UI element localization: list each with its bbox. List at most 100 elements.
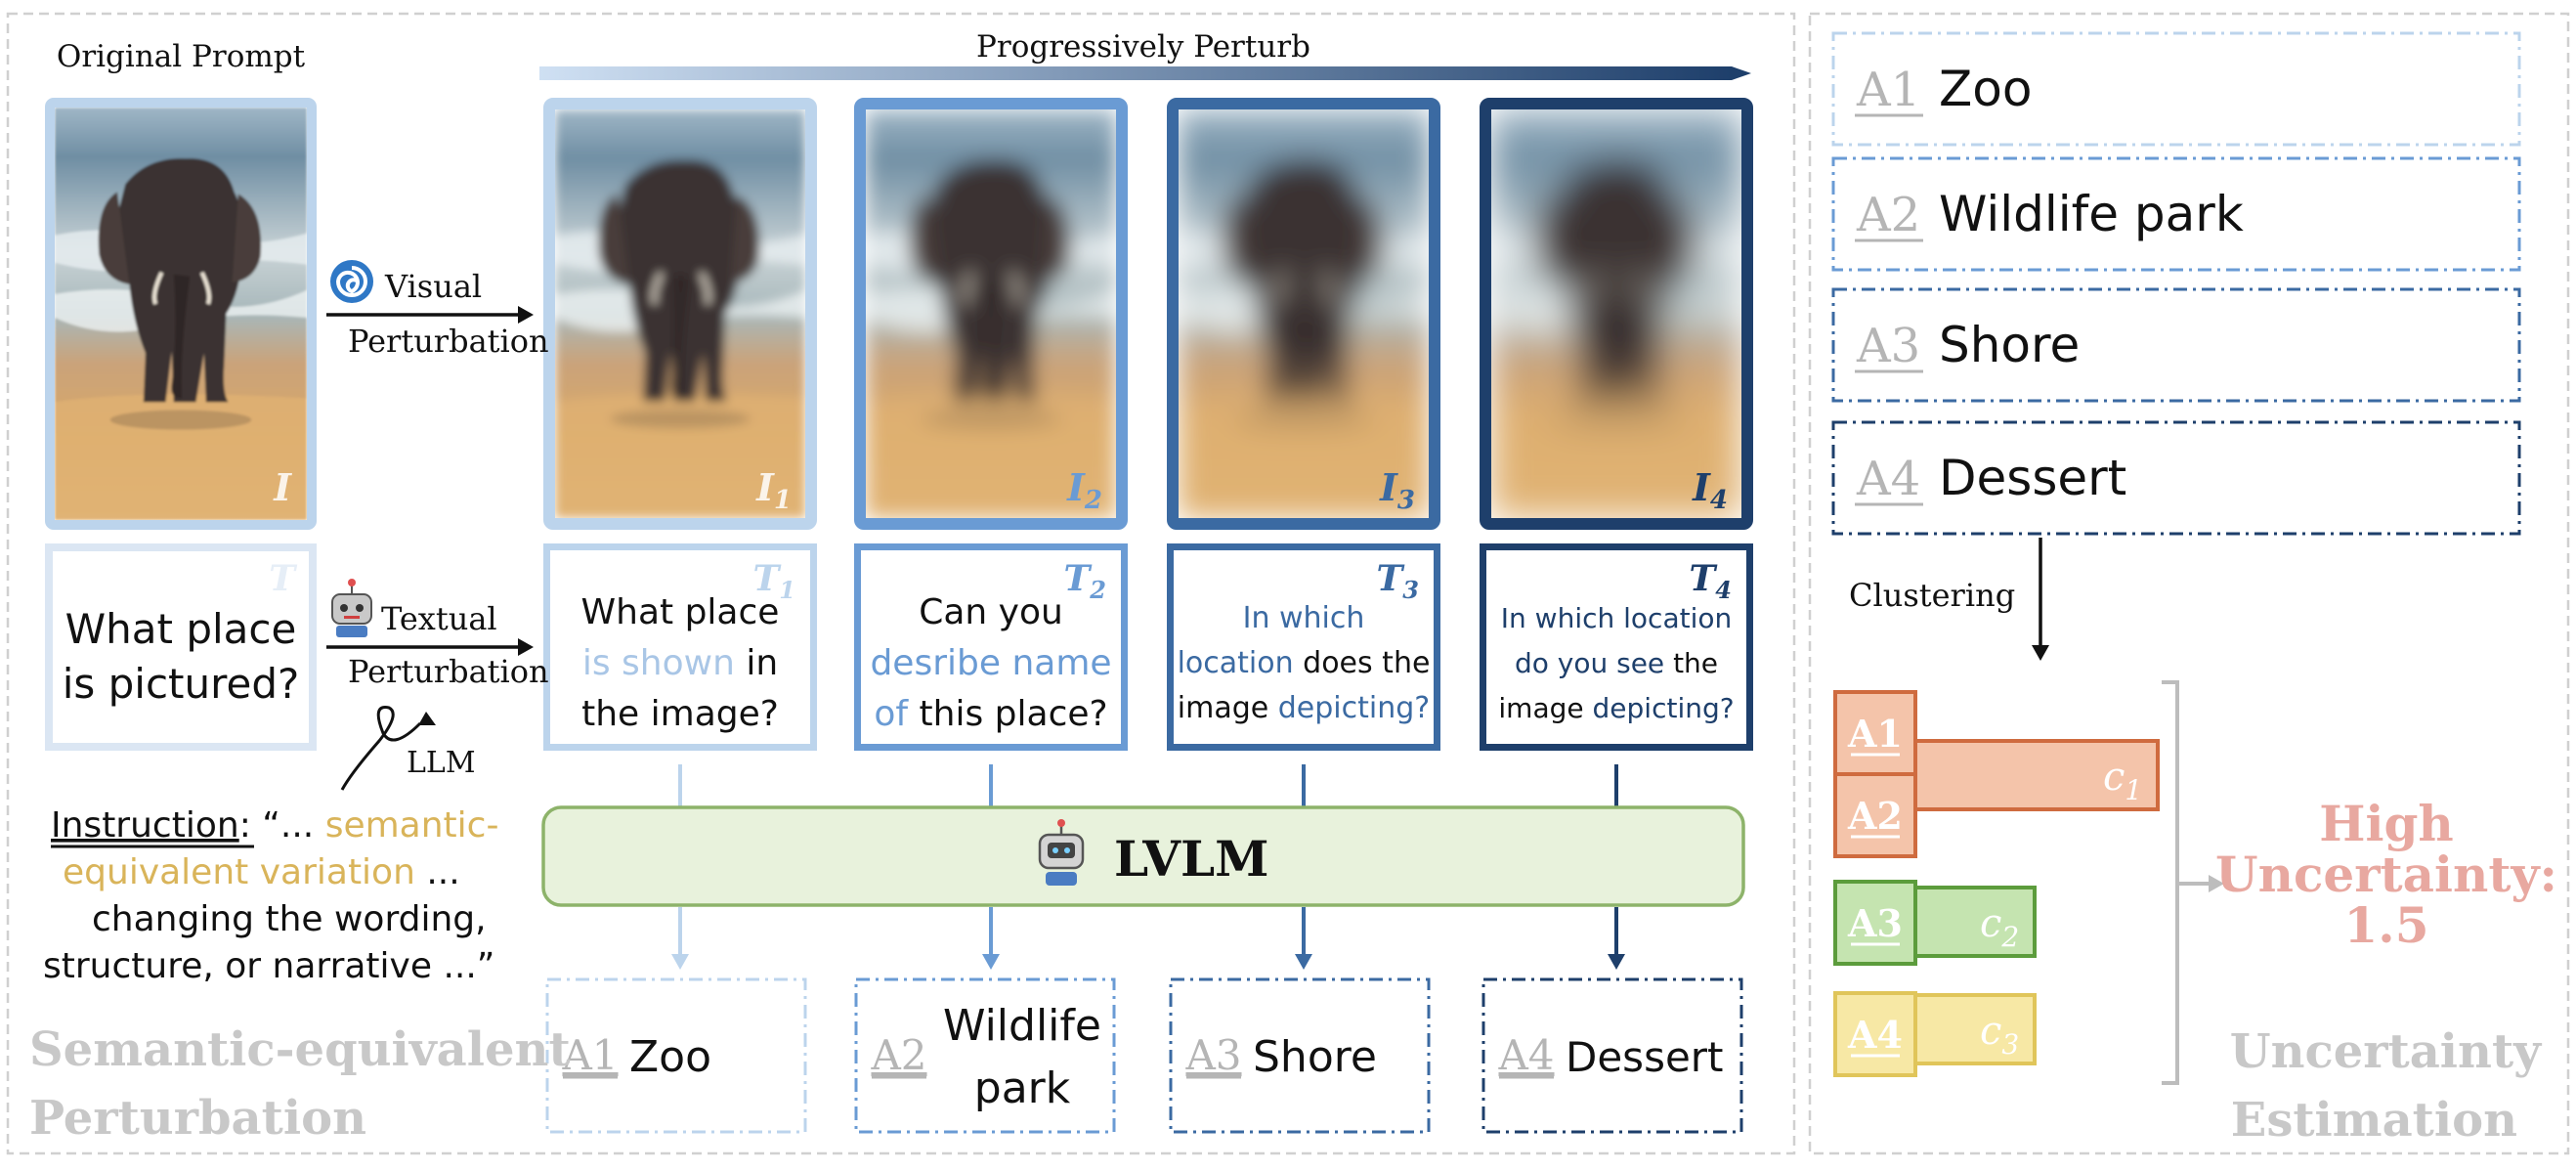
image-frame [854, 98, 1128, 530]
cluster-label: c3 [1980, 1009, 2019, 1061]
cluster-member-label: A1 [1847, 712, 1903, 756]
question-line: What place [65, 605, 297, 653]
cluster-label: c2 [1980, 901, 2019, 953]
text-tag: T4 [1690, 558, 1733, 604]
output-arrowhead [982, 954, 1000, 970]
cluster-member [1833, 991, 1917, 1077]
clustering-step: Clustering [1849, 538, 2049, 661]
result-line-2: Uncertainty: [2215, 846, 2557, 903]
answer-frame [854, 977, 1116, 1134]
cluster-2: A3 c2 [1833, 880, 2037, 966]
ranked-answer-frame [1831, 156, 2521, 272]
cluster-member [1833, 880, 1917, 966]
answer-frame [1481, 977, 1743, 1134]
question-line: is shown in [582, 643, 778, 683]
answer-id: A4 [1497, 1031, 1554, 1079]
spiral-icon [330, 260, 373, 303]
result-line-3: 1.5 [2344, 896, 2429, 954]
answer-text: Zoo [629, 1032, 711, 1082]
ranked-answer-id: A3 [1856, 319, 1920, 373]
elephant-photo [1491, 109, 1741, 518]
ranked-answer-id: A1 [1856, 63, 1920, 117]
textual-label-2: Perturbation [348, 653, 549, 690]
clustering-label: Clustering [1849, 577, 2015, 614]
original-prompt-label: Original Prompt [57, 39, 306, 74]
text-tag: T3 [1377, 558, 1420, 604]
question-line: What place [581, 592, 780, 632]
output-arrowhead [1295, 954, 1312, 970]
image-panel-0: I [45, 98, 317, 530]
lvlm-label: LVLM [1114, 830, 1269, 888]
text-tag: T2 [1064, 558, 1107, 604]
progressive-label: Progressively Perturb [976, 29, 1310, 65]
textual-label-1: Textual [381, 600, 497, 637]
text-frame [45, 543, 317, 751]
text-tag: T [269, 558, 297, 599]
text-frame [1480, 543, 1753, 751]
question-line: In which location [1501, 602, 1732, 634]
text-frame [543, 543, 817, 751]
question-line: desribe name [870, 643, 1111, 683]
ranked-answer-id: A2 [1856, 188, 1920, 242]
image-tag: I1 [755, 465, 792, 515]
image-frame [1167, 98, 1440, 530]
elephant-photo [1179, 109, 1429, 518]
cluster-bar [1911, 886, 2037, 958]
cluster-member [1833, 772, 1917, 858]
answer-id: A1 [561, 1031, 618, 1079]
instruction-block: Instruction: “... semantic-equivalent va… [43, 805, 498, 986]
instruction-line: structure, or narrative ...” [43, 946, 494, 986]
cluster-member-label: A3 [1847, 901, 1903, 945]
answer-text: Wildlife [943, 1001, 1101, 1051]
elephant-photo [866, 109, 1116, 518]
instruction-line: changing the wording, [92, 899, 487, 939]
image-frame [1480, 98, 1753, 530]
robot-icon [331, 579, 372, 637]
ranked-answer-text: Shore [1939, 317, 2080, 373]
cluster-bracket [2162, 680, 2224, 1085]
answer-frame [545, 977, 807, 1134]
image-frame [45, 98, 317, 530]
image-panel-2: I2 [854, 98, 1128, 530]
text-frame [1167, 543, 1440, 751]
question-line: image depicting? [1498, 692, 1734, 724]
result-line-1: High [2319, 795, 2454, 852]
image-panel-3: I3 [1167, 98, 1440, 530]
ranked-answer-3: A3 Shore [1831, 287, 2521, 403]
ranked-answer-frame [1831, 420, 2521, 536]
llm-label: LLM [407, 746, 476, 780]
left-section-title-2: Perturbation [29, 1091, 366, 1146]
ranked-answer-frame [1831, 287, 2521, 403]
image-panel-4: I4 [1480, 98, 1753, 530]
visual-label-1: Visual [384, 268, 482, 305]
question-line: of this place? [874, 694, 1107, 734]
question-line: image depicting? [1178, 691, 1430, 725]
question-line: is pictured? [63, 660, 300, 708]
textual-perturbation: Textual Perturbation LLM [326, 579, 549, 791]
question-line: location does the [1178, 646, 1431, 680]
output-arrowhead [671, 954, 689, 970]
answer-id: A2 [870, 1031, 926, 1079]
image-panel-1: I1 [543, 98, 817, 530]
right-section-title-1: Uncertainty [2230, 1024, 2543, 1079]
left-section-title-1: Semantic-equivalent [29, 1022, 571, 1077]
image-tag: I [273, 465, 292, 509]
ranked-answer-text: Dessert [1939, 450, 2126, 506]
output-arrowhead [1608, 954, 1625, 970]
question-line: Can you [919, 592, 1063, 632]
text-tag: T1 [753, 558, 796, 604]
lvlm-robot-icon [1038, 819, 1085, 886]
ranked-answer-text: Zoo [1939, 61, 2032, 117]
right-panel-border [1808, 12, 2570, 1155]
instruction-line: Instruction: “... semantic- [51, 805, 498, 846]
